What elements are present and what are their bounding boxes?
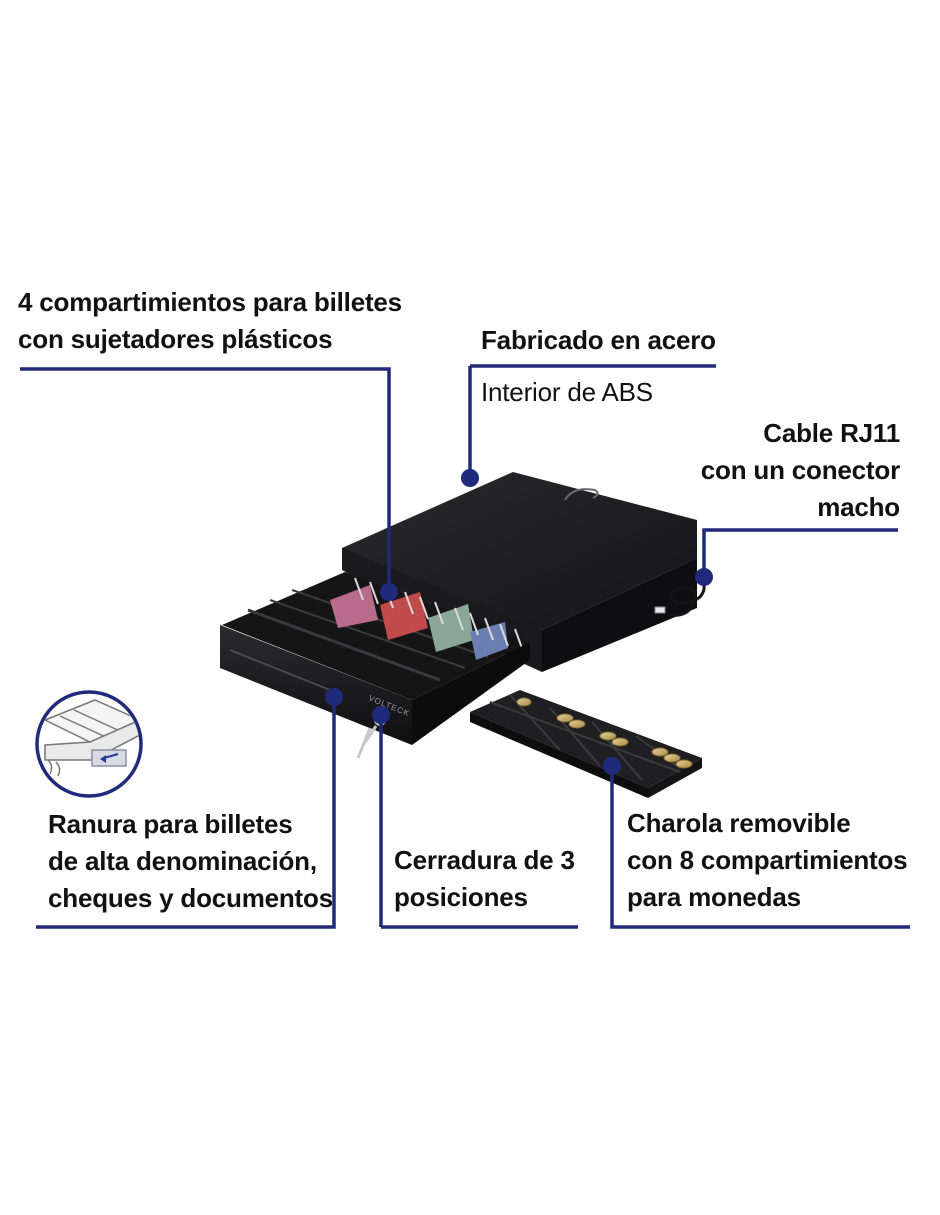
- callout-compartments-line1: 4 compartimientos para billetes: [18, 287, 402, 317]
- open-drawer: VOLTECK: [220, 572, 530, 759]
- callout-cable-line1: Cable RJ11: [763, 418, 900, 448]
- callout-material-title: Fabricado en acero: [481, 325, 716, 355]
- callout-compartments-line2: con sujetadores plásticos: [18, 324, 333, 354]
- callout-slot: Ranura para billetes de alta denominació…: [48, 806, 333, 917]
- callout-tray-line3: para monedas: [627, 882, 801, 912]
- leader-dots: [325, 469, 713, 775]
- rj11-cable: [668, 573, 706, 617]
- callout-slot-line2: de alta denominación,: [48, 846, 317, 876]
- coin-tray: [470, 690, 702, 798]
- leader-lines: [20, 364, 910, 929]
- callout-lock-line1: Cerradura de 3: [394, 845, 575, 875]
- callout-cable: Cable RJ11 con un conector macho: [701, 415, 900, 526]
- bill-slot-magnifier-icon: [35, 690, 143, 798]
- callout-lock-line2: posiciones: [394, 882, 528, 912]
- callout-cable-line3: macho: [817, 492, 900, 522]
- callout-cable-line2: con un conector: [700, 455, 900, 485]
- callout-tray-line2: con 8 compartimientos: [627, 845, 908, 875]
- callout-lock: Cerradura de 3 posiciones: [394, 842, 575, 916]
- callout-tray: Charola removible con 8 compartimientos …: [627, 805, 908, 916]
- callout-slot-line3: cheques y documentos: [48, 883, 333, 913]
- callout-compartments: 4 compartimientos para billetes con suje…: [18, 284, 402, 358]
- callout-tray-line1: Charola removible: [627, 808, 851, 838]
- callout-slot-line1: Ranura para billetes: [48, 809, 293, 839]
- callout-material-subtitle: Interior de ABS: [481, 377, 653, 407]
